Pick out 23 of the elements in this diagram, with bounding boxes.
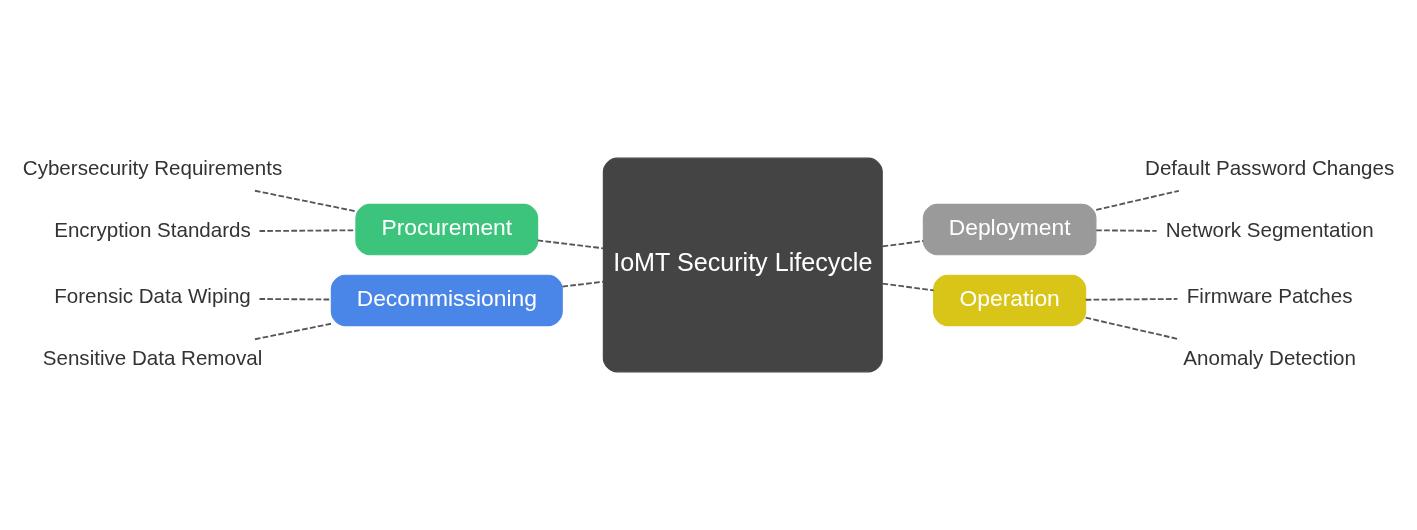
connector [561,280,604,288]
node-text: Encryption Standards [54,217,251,241]
node-text: Network Segmentation [1165,217,1374,241]
node-box: Decommissioning [330,274,563,327]
node-text: Default Password Changes [1145,156,1395,180]
node-text: Firmware Patches [1186,284,1353,308]
connector [536,239,605,250]
node-box: IoMT Security Lifecycle [602,157,883,373]
connector [881,282,935,292]
connector [1095,229,1158,232]
connector [254,189,357,213]
node-box: Procurement [355,203,539,256]
node-text: Cybersecurity Requirements [22,156,283,180]
node-text: Anomaly Detection [1183,345,1356,369]
connector [881,240,925,248]
node-text: Sensitive Data Removal [42,345,263,369]
node-box: Operation [933,274,1087,327]
node-box: Deployment [922,203,1097,256]
connector [254,322,332,341]
connector [258,229,357,232]
connector [1084,298,1179,301]
connector [1095,189,1180,211]
node-text: Forensic Data Wiping [54,284,251,308]
